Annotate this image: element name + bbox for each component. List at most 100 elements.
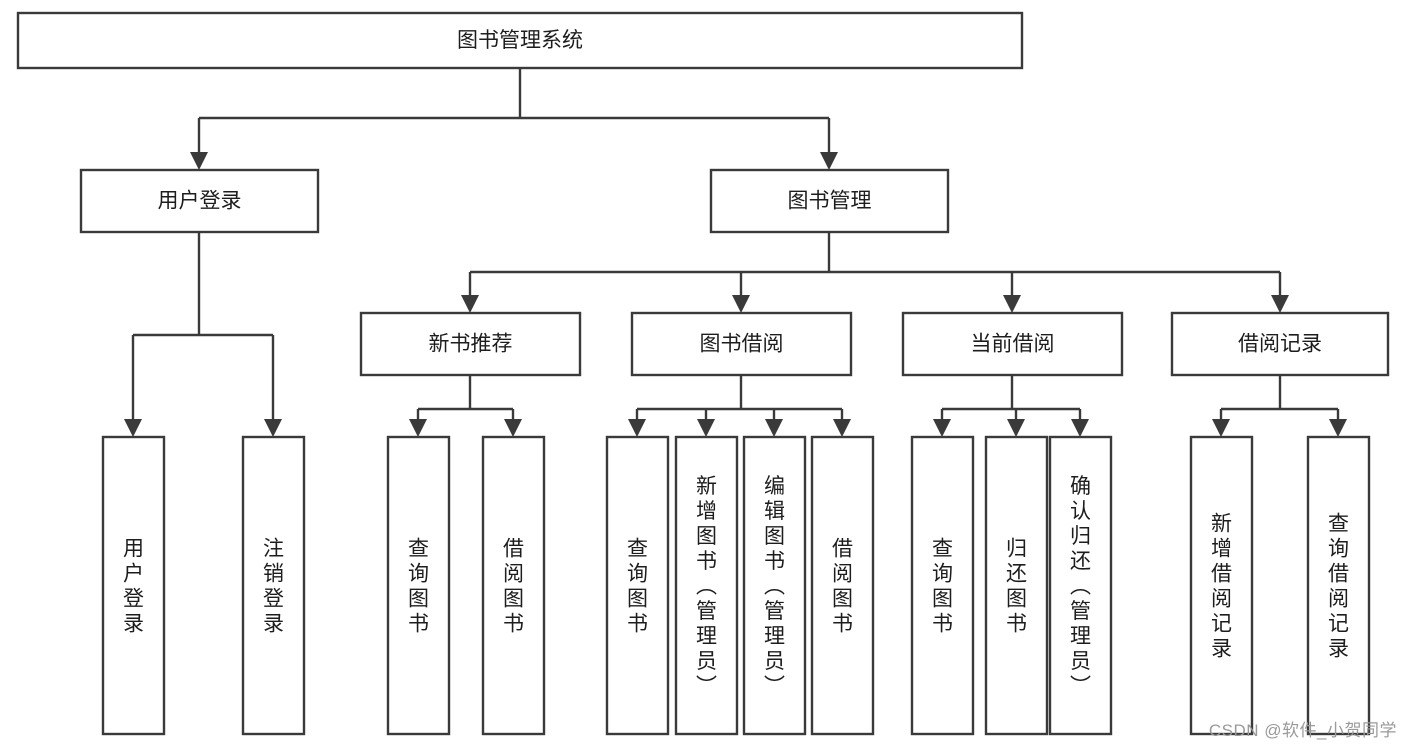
node-borrow-record[interactable]: 借阅记录 <box>1170 311 1390 377</box>
node-leaf-query-book-2-label: 查询图书 <box>627 538 648 636</box>
arrow-to-leaf-add-record <box>1212 409 1230 437</box>
arrow-to-user-login-head <box>190 152 208 170</box>
node-leaf-add-record[interactable]: 新增借阅记录 <box>1189 435 1254 736</box>
node-new-book-rec[interactable]: 新书推荐 <box>359 311 582 377</box>
arrow-to-current-borrow <box>1003 272 1021 313</box>
node-borrow-record-label: 借阅记录 <box>1238 333 1322 356</box>
arrow-to-leaf-query-book-3-head <box>933 419 951 437</box>
arrow-to-leaf-query-book-1 <box>409 409 427 437</box>
node-leaf-query-book-3[interactable]: 查询图书 <box>910 435 975 736</box>
arrow-to-book-manage <box>820 118 838 170</box>
arrow-to-leaf-borrow-book-1-head <box>504 419 522 437</box>
node-user-login-label: 用户登录 <box>158 190 242 213</box>
node-leaf-query-book-2-box[interactable] <box>605 435 670 736</box>
node-leaf-edit-book[interactable]: 编辑图书︵管理员︶ <box>742 435 807 736</box>
node-leaf-query-book-1-label: 查询图书 <box>408 538 429 636</box>
arrow-to-leaf-borrow-book-1 <box>504 409 522 437</box>
node-borrow-record-box[interactable] <box>1170 311 1390 377</box>
node-leaf-add-book[interactable]: 新增图书︵管理员︶ <box>674 435 739 736</box>
node-leaf-query-book-1[interactable]: 查询图书 <box>386 435 451 736</box>
node-book-borrow[interactable]: 图书借阅 <box>630 311 853 377</box>
node-leaf-user-login-label: 用户登录 <box>123 538 144 636</box>
node-leaf-user-login[interactable]: 用户登录 <box>101 435 166 736</box>
node-leaf-confirm-return[interactable]: 确认归还︵管理员︶ <box>1048 435 1113 736</box>
node-user-login-box[interactable] <box>79 168 320 234</box>
node-leaf-confirm-return-box[interactable] <box>1048 435 1113 736</box>
arrow-to-leaf-add-book <box>697 409 715 437</box>
connectors-layer <box>124 68 1347 437</box>
node-leaf-edit-book-box[interactable] <box>742 435 807 736</box>
node-current-borrow-box[interactable] <box>901 311 1124 377</box>
bus-book-manage <box>470 232 1280 274</box>
bus-user-login <box>133 232 273 337</box>
arrow-to-leaf-user-logout-head <box>264 419 282 437</box>
bus-root <box>199 68 829 120</box>
node-leaf-borrow-book-1[interactable]: 借阅图书 <box>481 435 546 736</box>
node-current-borrow[interactable]: 当前借阅 <box>901 311 1124 377</box>
arrow-to-leaf-user-login-head <box>124 419 142 437</box>
node-leaf-query-book-3-box[interactable] <box>910 435 975 736</box>
node-leaf-add-book-label: 新增图书︵管理员︶ <box>696 475 717 698</box>
bus-current-borrow <box>942 375 1080 411</box>
node-leaf-user-login-box[interactable] <box>101 435 166 736</box>
node-leaf-borrow-book-1-label: 借阅图书 <box>503 538 524 636</box>
arrow-to-leaf-query-record <box>1329 409 1347 437</box>
node-leaf-query-book-3-label: 查询图书 <box>932 538 953 636</box>
node-leaf-borrow-book-1-box[interactable] <box>481 435 546 736</box>
node-leaf-borrow-book-2-label: 借阅图书 <box>832 538 853 636</box>
arrow-to-current-borrow-head <box>1003 295 1021 313</box>
arrow-to-leaf-query-book-3 <box>933 409 951 437</box>
node-root-box[interactable] <box>16 11 1024 70</box>
node-leaf-query-record[interactable]: 查询借阅记录 <box>1306 435 1371 736</box>
arrow-to-leaf-return-book <box>1007 409 1025 437</box>
node-leaf-query-book-1-box[interactable] <box>386 435 451 736</box>
node-book-borrow-label: 图书借阅 <box>700 333 784 356</box>
node-book-borrow-box[interactable] <box>630 311 853 377</box>
node-root-label: 图书管理系统 <box>457 29 583 52</box>
node-leaf-user-logout-box[interactable] <box>241 435 306 736</box>
node-user-login[interactable]: 用户登录 <box>79 168 320 234</box>
node-new-book-rec-label: 新书推荐 <box>429 333 513 356</box>
arrow-to-leaf-query-book-1-head <box>409 419 427 437</box>
node-leaf-confirm-return-label: 确认归还︵管理员︶ <box>1070 475 1091 698</box>
arrow-to-leaf-confirm-return-head <box>1071 419 1089 437</box>
arrow-to-leaf-borrow-book-2-head <box>833 419 851 437</box>
arrow-to-leaf-user-login <box>124 335 142 437</box>
node-leaf-query-book-2[interactable]: 查询图书 <box>605 435 670 736</box>
node-book-manage-box[interactable] <box>709 168 950 234</box>
node-leaf-add-record-label: 新增借阅记录 <box>1211 513 1232 661</box>
node-leaf-query-record-box[interactable] <box>1306 435 1371 736</box>
arrow-to-leaf-confirm-return <box>1071 409 1089 437</box>
arrow-to-leaf-return-book-head <box>1007 419 1025 437</box>
node-new-book-rec-box[interactable] <box>359 311 582 377</box>
node-book-manage-label: 图书管理 <box>788 190 872 213</box>
node-leaf-return-book-box[interactable] <box>984 435 1049 736</box>
node-book-manage[interactable]: 图书管理 <box>709 168 950 234</box>
node-leaf-add-record-box[interactable] <box>1189 435 1254 736</box>
arrow-to-new-book-rec <box>461 272 479 313</box>
arrow-to-book-borrow-head <box>732 295 750 313</box>
node-leaf-borrow-book-2-box[interactable] <box>810 435 875 736</box>
bus-book-borrow <box>637 375 842 411</box>
node-root[interactable]: 图书管理系统 <box>16 11 1024 70</box>
arrow-to-borrow-record-head <box>1271 295 1289 313</box>
node-leaf-borrow-book-2[interactable]: 借阅图书 <box>810 435 875 736</box>
arrow-to-leaf-query-book-2-head <box>628 419 646 437</box>
arrow-to-borrow-record <box>1271 272 1289 313</box>
arrow-to-leaf-user-logout <box>264 335 282 437</box>
node-leaf-user-logout[interactable]: 注销登录 <box>241 435 306 736</box>
node-leaf-user-logout-label: 注销登录 <box>263 538 284 636</box>
node-current-borrow-label: 当前借阅 <box>971 333 1055 356</box>
nodes-layer: 图书管理系统用户登录图书管理新书推荐图书借阅当前借阅借阅记录用户登录注销登录查询… <box>16 11 1390 736</box>
node-leaf-add-book-box[interactable] <box>674 435 739 736</box>
arrow-to-leaf-add-book-head <box>697 419 715 437</box>
arrow-to-leaf-edit-book-head <box>765 419 783 437</box>
arrow-to-leaf-borrow-book-2 <box>833 409 851 437</box>
arrow-to-leaf-query-record-head <box>1329 419 1347 437</box>
arrow-to-book-borrow <box>732 272 750 313</box>
arrow-to-leaf-query-book-2 <box>628 409 646 437</box>
arrow-to-leaf-edit-book <box>765 409 783 437</box>
node-leaf-return-book[interactable]: 归还图书 <box>984 435 1049 736</box>
